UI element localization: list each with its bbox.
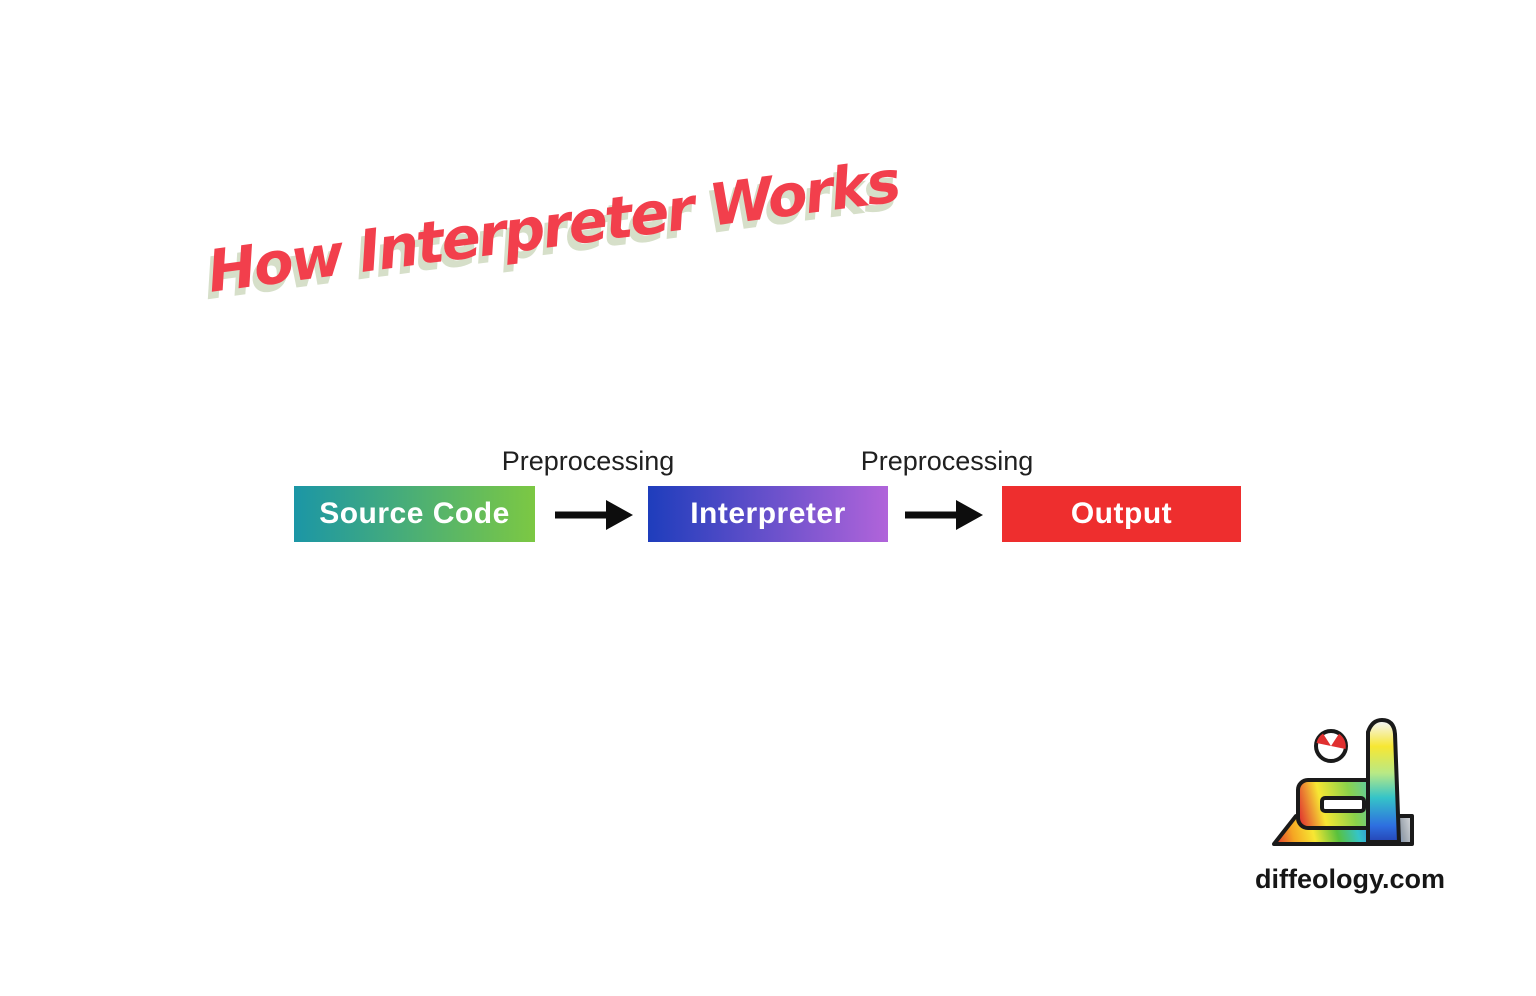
page-title: How Interpreter Works <box>203 147 903 306</box>
right-arrow-icon <box>905 500 983 530</box>
flow-node-output: Output <box>1002 486 1241 542</box>
flow-node-label: Output <box>1070 497 1173 530</box>
flow-node-source-code: Source Code <box>294 486 535 542</box>
brand-watermark: diffeology.com <box>1254 864 1445 894</box>
flow-node-label: Source Code <box>319 497 510 530</box>
flow-node-label: Interpreter <box>690 497 846 530</box>
connector-label-preprocessing-2: Preprocessing <box>860 446 1034 476</box>
right-arrow-icon <box>555 500 633 530</box>
diffeology-rainbow-d-logo-icon <box>1272 718 1414 846</box>
flow-node-interpreter: Interpreter <box>648 486 888 542</box>
connector-label-preprocessing-1: Preprocessing <box>501 446 675 476</box>
